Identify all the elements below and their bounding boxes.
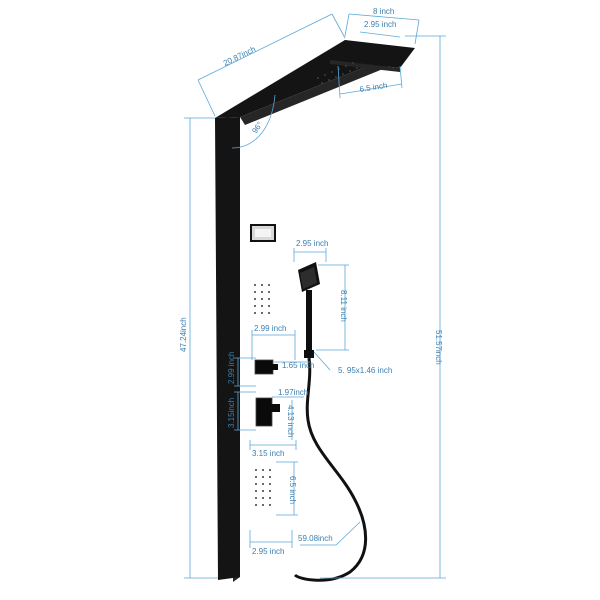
label-diverter-depth: 4.13 inch [286, 405, 295, 437]
label-top-depth: 6.5 inch [359, 81, 388, 94]
label-top-inner: 2.95 inch [364, 20, 396, 29]
label-bottom-width: 2.95 inch [252, 547, 284, 556]
shower-panel [215, 40, 415, 582]
rain-head-edge [330, 60, 400, 72]
label-hand-shower-width: 2.95 inch [296, 239, 328, 248]
label-mixer-height: 2.99 inch [227, 352, 236, 384]
display-screen [255, 229, 271, 237]
label-total-height: 51.57inch [434, 330, 443, 365]
label-diverter-height: 3.15inch [227, 398, 236, 428]
label-diverter-width: 3.15 inch [252, 449, 284, 458]
label-mixer-offset: 1.65 inch [282, 361, 314, 370]
hand-shower-bracket [304, 350, 314, 358]
label-arm-length: 20.87inch [222, 44, 257, 67]
dimension-lines [184, 13, 446, 579]
label-diverter-offset: 1.97inch [278, 388, 308, 397]
label-lower-jets-height: 6.5 inch [288, 476, 297, 504]
label-hose-length: 59.08inch [298, 534, 333, 543]
label-top-width: 8 inch [373, 7, 394, 16]
rain-head [330, 40, 415, 68]
upper-body-jets [254, 284, 270, 314]
lower-body-jets [255, 469, 271, 506]
label-hand-shower-height: 8.11 inch [339, 290, 348, 322]
label-bracket: 5. 95x1.46 inch [338, 366, 392, 375]
panel-arm-edge [240, 55, 400, 125]
mixer-handle [268, 364, 278, 370]
hand-shower-handle [306, 290, 312, 352]
label-panel-height: 47.24inch [179, 317, 188, 352]
label-angle: 96° [250, 120, 264, 135]
hand-shower-face [300, 267, 317, 289]
diverter-handle [268, 404, 280, 412]
label-mixer-width: 2.99 inch [254, 324, 286, 333]
panel-column [215, 117, 240, 580]
